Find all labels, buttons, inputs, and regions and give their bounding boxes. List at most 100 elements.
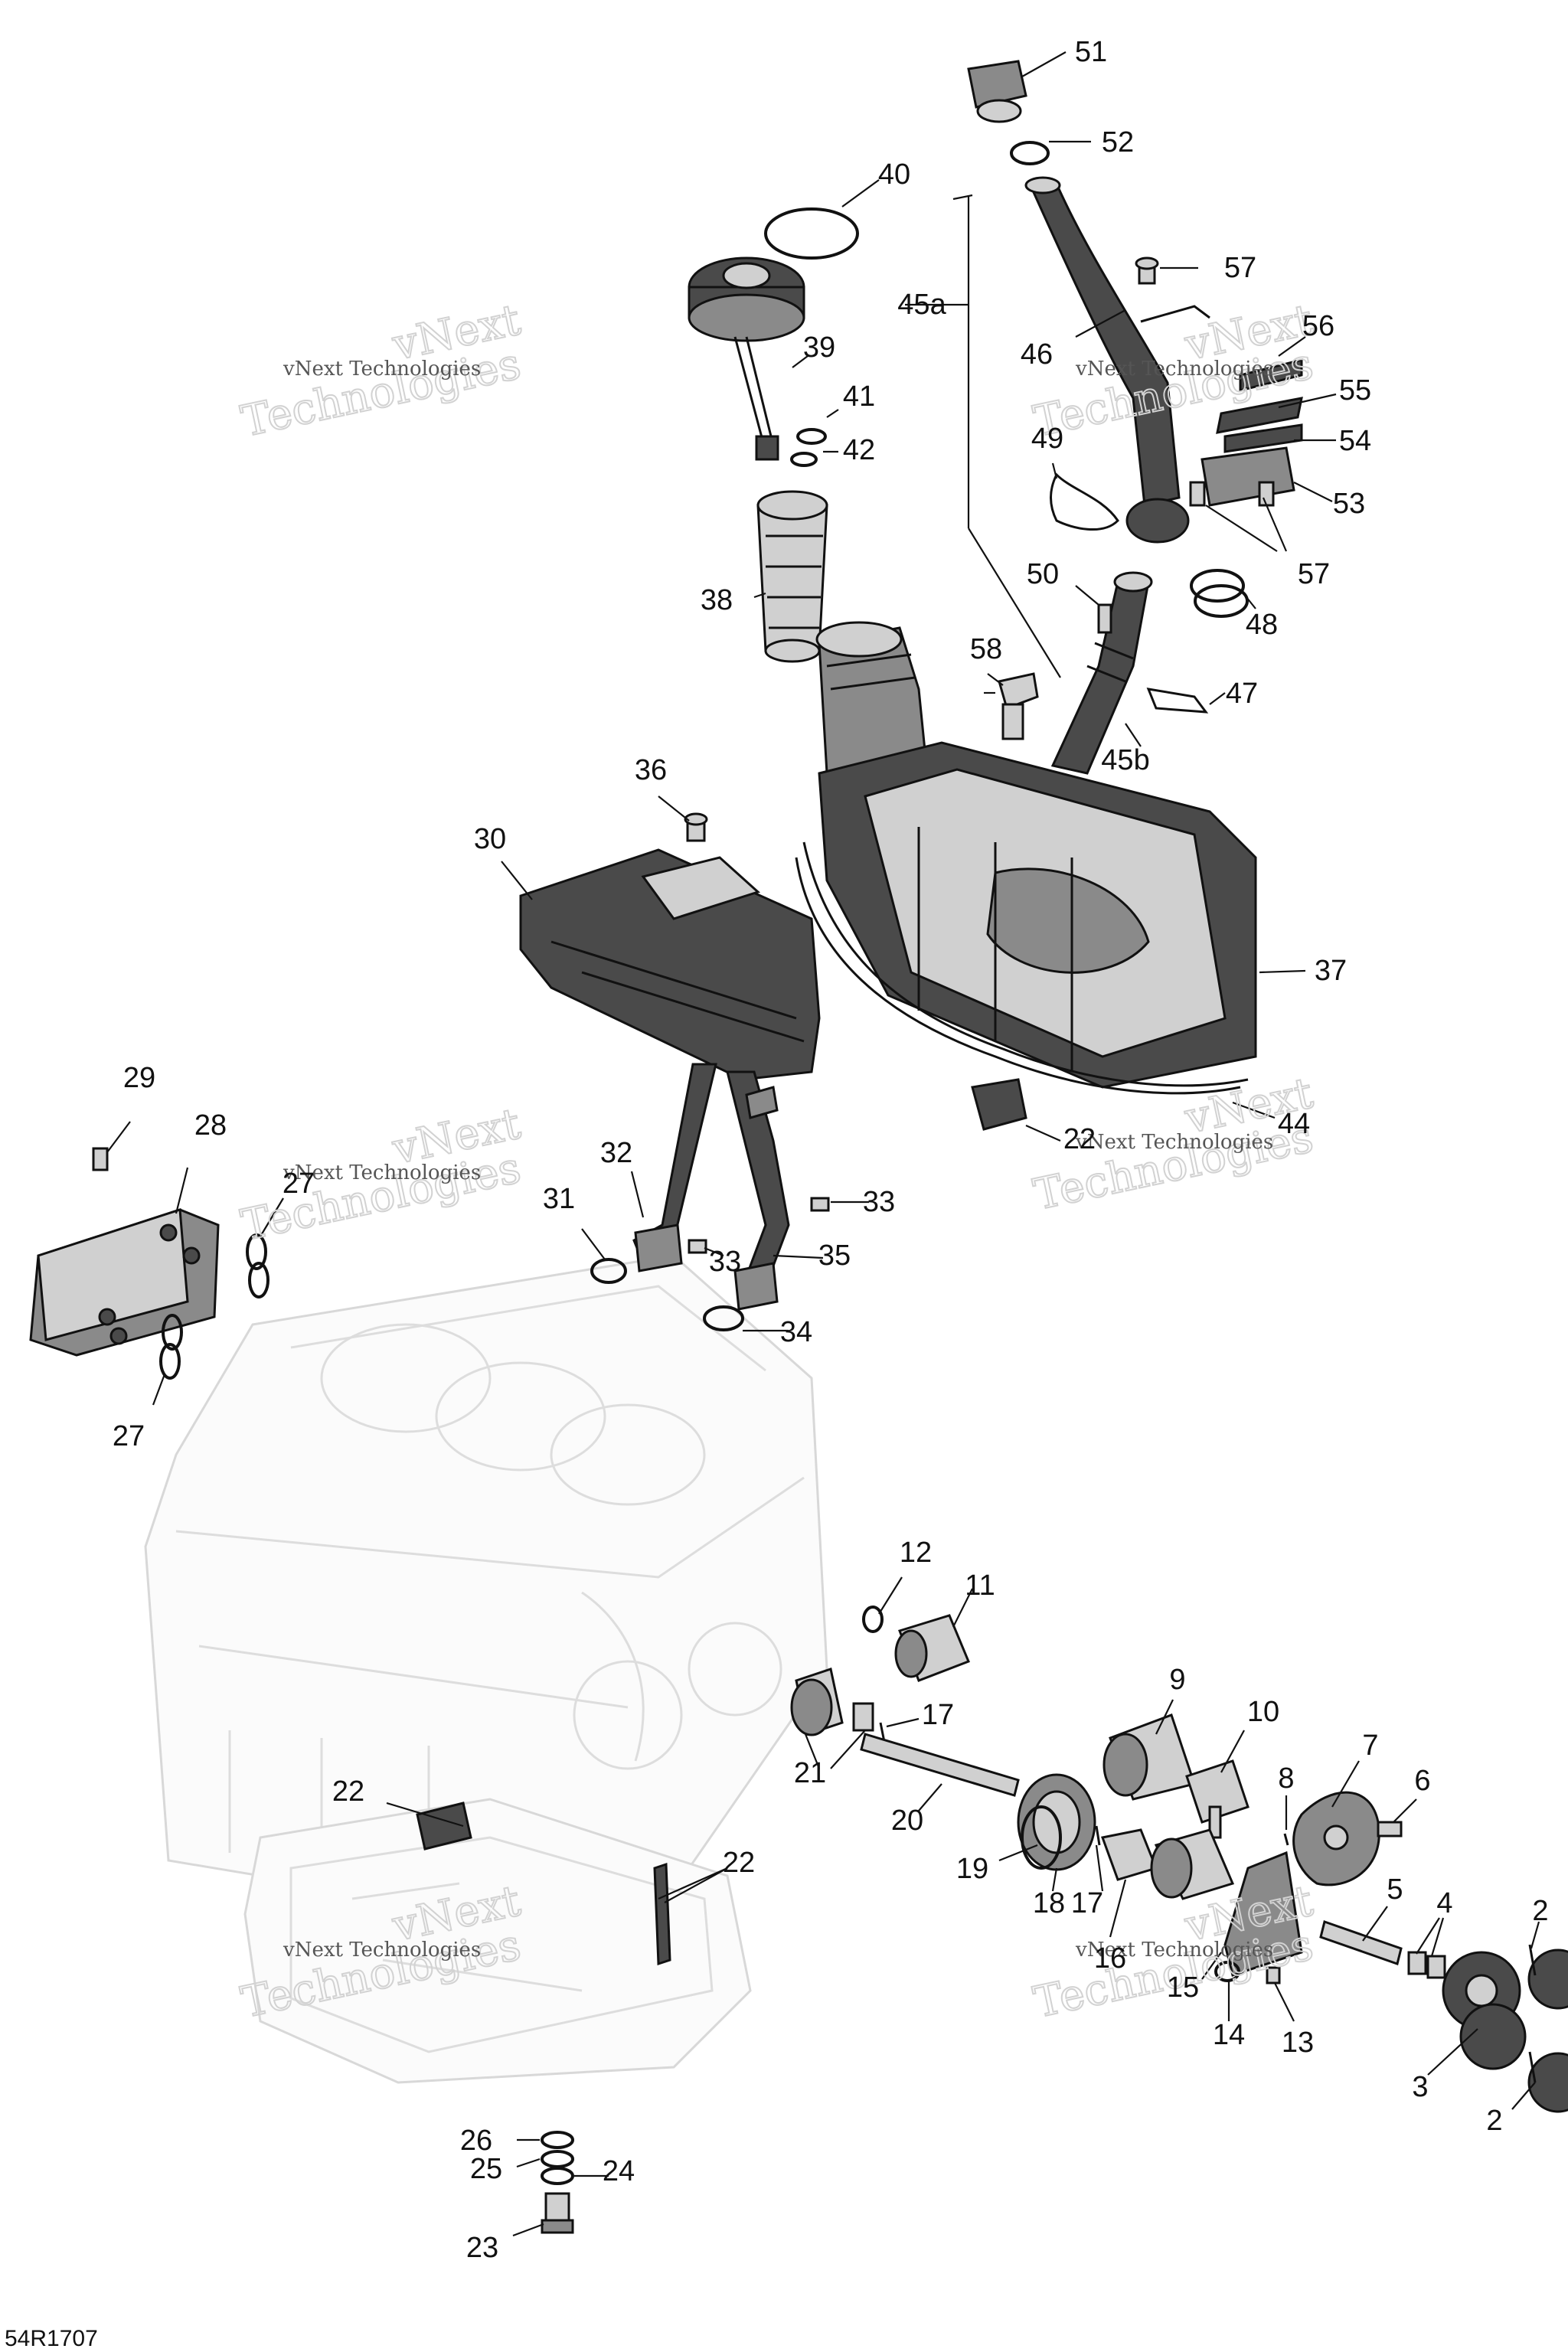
callout-label: 39 [803, 332, 835, 364]
callout-label: 26 [460, 2125, 492, 2157]
callout-label: 10 [1247, 1696, 1279, 1728]
callout-label: 17 [1071, 1887, 1103, 1919]
watermark-small-text: vNext Technologies [1075, 1131, 1273, 1154]
callout-label: 11 [965, 1570, 995, 1602]
callout-label: 44 [1278, 1108, 1310, 1140]
callout-label: 5 [1387, 1873, 1403, 1906]
o-ring-31 [590, 1258, 627, 1284]
ring-26 [541, 2131, 574, 2149]
callout-label: 13 [1282, 2027, 1314, 2059]
callout-label: 3 [1412, 2071, 1428, 2103]
callout-label: 49 [1031, 423, 1063, 455]
callout-label: 55 [1339, 374, 1371, 407]
bolt-57-top [1135, 256, 1159, 285]
o-ring-34 [703, 1305, 744, 1331]
callout-label: 18 [1033, 1887, 1065, 1919]
bolt-50 [1097, 603, 1112, 634]
o-ring-12 [862, 1606, 884, 1633]
o-ring-41 [796, 428, 827, 445]
callout-label: 42 [843, 434, 875, 466]
leader-lines [106, 51, 1540, 2237]
callout-label: 9 [1169, 1664, 1185, 1696]
callout-label: 33 [709, 1246, 741, 1278]
cover-7 [1292, 1791, 1380, 1886]
callout-label: 58 [970, 633, 1002, 665]
rotor-9 [1102, 1713, 1196, 1801]
callout-label: 14 [1213, 2019, 1245, 2051]
callout-label: 22 [332, 1775, 364, 1808]
callout-label: 38 [701, 584, 733, 616]
callout-label: 53 [1333, 488, 1365, 520]
callout-label: 50 [1027, 558, 1059, 590]
callout-label: 29 [123, 1062, 155, 1094]
callout-label: 2 [1486, 2105, 1502, 2137]
o-ring-52 [1010, 141, 1050, 165]
rotor-16-pair [1100, 1828, 1235, 1900]
callout-label: 40 [878, 158, 910, 191]
callout-label: 27 [283, 1168, 315, 1200]
plug-11 [894, 1614, 970, 1682]
callout-label: 34 [780, 1316, 812, 1348]
watermark-large-text: Technologies [237, 1143, 525, 1251]
callout-label: 48 [1246, 609, 1278, 641]
callout-label: 54 [1339, 425, 1371, 457]
bolt-33b [810, 1197, 830, 1212]
callout-label: 36 [635, 754, 667, 786]
watermark-small-text: vNext Technologies [1075, 1939, 1273, 1962]
callout-label: 51 [1075, 36, 1107, 68]
oil-filter-element [756, 490, 828, 663]
oil-filler-lower-tube [1050, 571, 1153, 775]
plate-22-left [416, 1802, 472, 1851]
ring-25 [541, 2150, 574, 2168]
oil-pan-ghost [243, 1798, 752, 2084]
gasket-49 [1050, 472, 1119, 531]
baffle-plate-30 [519, 848, 821, 1081]
rotor-10 [1185, 1759, 1250, 1839]
pin-17-lower [1095, 1825, 1101, 1846]
callout-label: 24 [603, 2155, 635, 2187]
drain-plug-23 [541, 2192, 574, 2234]
shaft-20 [860, 1733, 1020, 1797]
o-ring-42 [790, 452, 818, 467]
bolt-33a [688, 1239, 707, 1254]
callout-label: 8 [1278, 1762, 1294, 1795]
bearing-21 [790, 1668, 874, 1736]
bushing-4 [1407, 1951, 1446, 1979]
plate-22-upper [971, 1078, 1027, 1131]
callout-label: 23 [466, 2232, 498, 2264]
callout-label: 47 [1226, 678, 1258, 710]
callout-label: 27 [113, 1420, 145, 1452]
callout-label: 4 [1436, 1887, 1452, 1919]
callout-label: 7 [1362, 1730, 1378, 1762]
callout-label: 16 [1094, 1942, 1126, 1975]
oil-filter-cap [688, 256, 805, 342]
callout-label: 52 [1102, 126, 1134, 158]
callout-label: 46 [1021, 338, 1053, 371]
plate-22-right [653, 1862, 671, 1966]
callout-label: 15 [1167, 1971, 1199, 2004]
pin-8 [1283, 1833, 1289, 1846]
watermark-small-text: vNext Technologies [283, 1939, 481, 1962]
callout-label: 57 [1224, 252, 1256, 284]
breather-58 [998, 672, 1039, 740]
diagram-reference-code: 54R1707 [5, 2326, 98, 2351]
callout-label: 2 [1532, 1895, 1548, 1927]
callout-label: 28 [194, 1109, 227, 1142]
callout-label: 22 [723, 1847, 755, 1879]
ring-24 [541, 2167, 574, 2185]
clip-47 [1146, 688, 1209, 714]
o-rings-27-upper [246, 1233, 270, 1298]
oil-filler-cap [967, 60, 1027, 123]
washer-14 [1214, 1961, 1240, 1982]
o-ring-40 [764, 207, 859, 260]
gears-2-edge [1527, 1944, 1568, 2113]
pump-body-15 [1223, 1851, 1303, 1977]
oil-filler-tube [1024, 176, 1210, 544]
callout-label: 12 [900, 1537, 932, 1569]
oil-pipe-35 [726, 1070, 790, 1311]
